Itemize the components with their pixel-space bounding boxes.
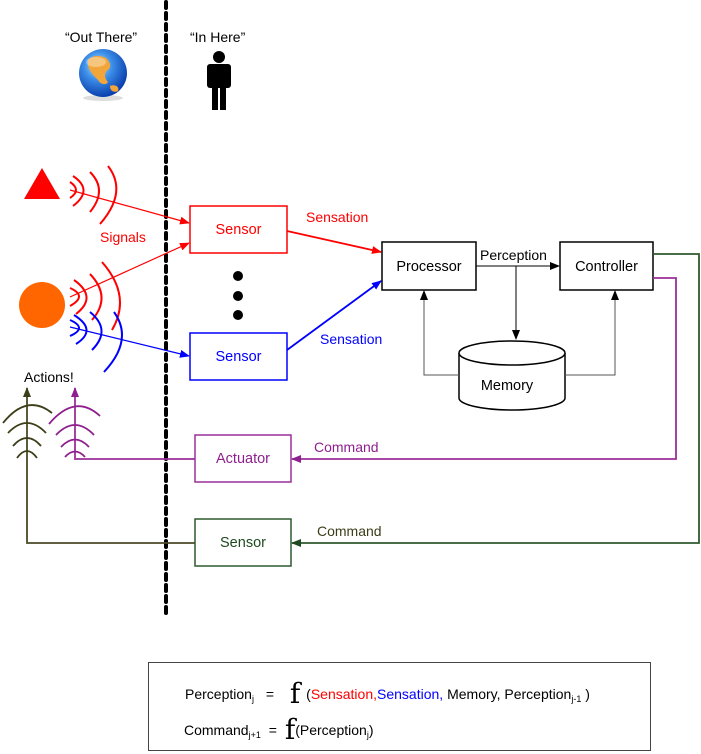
actions-label: Actions! (24, 369, 74, 385)
action-line-olive (23, 387, 195, 544)
action-waves-purple (48, 405, 101, 458)
formula2-close: ) (368, 722, 374, 738)
memory-node[interactable]: Memory (458, 340, 566, 411)
sensation-red-label: Sensation (306, 209, 368, 225)
outside-label: “Out There” (65, 29, 137, 45)
signal-arrow-red-2 (69, 242, 190, 298)
person-icon (207, 51, 231, 110)
formula1-arg-memory: Memory, (447, 686, 501, 702)
command-arrow-green (291, 253, 700, 547)
formula-perception: Perceptionj = f (Sensation,Sensation, Me… (185, 677, 590, 710)
signal-waves-red-bottom (69, 261, 121, 331)
formula2-arg-perception-sub: j (366, 730, 369, 740)
action-line-purple (71, 387, 195, 460)
sensor-green-node[interactable]: Sensor (194, 518, 292, 567)
command-arrow-purple (291, 277, 677, 463)
perception-label: Perception (480, 247, 547, 263)
formula2-function-f: f (284, 713, 296, 746)
triangle-source-icon (24, 168, 60, 199)
formula2-lhs-sub: j+1 (248, 730, 261, 740)
formula1-function-f: f (289, 677, 301, 710)
actuator-node[interactable]: Actuator (194, 434, 292, 483)
globe-icon (79, 49, 127, 101)
signals-label: Signals (100, 229, 146, 245)
formula2-arg-perception: Perception (299, 722, 367, 738)
sensor-red-label: Sensor (216, 222, 262, 238)
formula1-eq: = (265, 686, 275, 702)
formula1-arg-sensation-blue: Sensation, (377, 686, 444, 702)
ellipsis-dots (233, 271, 243, 320)
formula1-lhs: Perception (185, 686, 252, 702)
formula1-arg-perception: Perception (504, 686, 572, 702)
circle-source-icon (19, 282, 65, 328)
sensation-arrow-blue (286, 280, 382, 351)
formula-command: Commandj+1 = f(Perceptionj) (184, 713, 373, 746)
signal-arrow-blue (69, 326, 190, 358)
formula2-open: ( (295, 722, 300, 738)
command-purple-label: Command (314, 439, 379, 455)
memory-to-processor-arrow (420, 290, 459, 376)
command-green-label: Command (317, 523, 382, 539)
processor-node[interactable]: Processor (381, 241, 477, 291)
formula1-arg-sensation-red: Sensation, (310, 686, 378, 702)
sensor-green-label: Sensor (220, 535, 266, 551)
formula-box: Perceptionj = f (Sensation,Sensation, Me… (148, 662, 651, 751)
signal-waves-blue (69, 311, 123, 373)
signal-arrow-red-1 (69, 189, 190, 225)
inside-label: “In Here” (190, 29, 246, 45)
formula1-open: ( (306, 686, 311, 702)
formula2-eq: = (268, 722, 277, 738)
formula1-close: ) (585, 686, 590, 702)
controller-node[interactable]: Controller (559, 241, 654, 291)
sensation-arrow-red (286, 230, 382, 254)
memory-label: Memory (481, 378, 534, 394)
sensor-blue-node[interactable]: Sensor (189, 332, 288, 381)
signal-waves-red-top (69, 165, 118, 225)
sensation-blue-label: Sensation (320, 331, 382, 347)
formula1-lhs-sub: j (251, 694, 254, 704)
formula1-arg-perception-sub: j-1 (571, 694, 582, 704)
action-waves-olive (2, 404, 53, 459)
memory-to-controller-arrow (565, 290, 619, 376)
controller-label: Controller (575, 259, 638, 275)
formula2-lhs: Command (184, 722, 249, 738)
processor-label: Processor (396, 259, 461, 275)
sensor-blue-label: Sensor (216, 349, 262, 365)
sensor-red-node[interactable]: Sensor (189, 205, 288, 254)
actuator-label: Actuator (216, 451, 270, 467)
